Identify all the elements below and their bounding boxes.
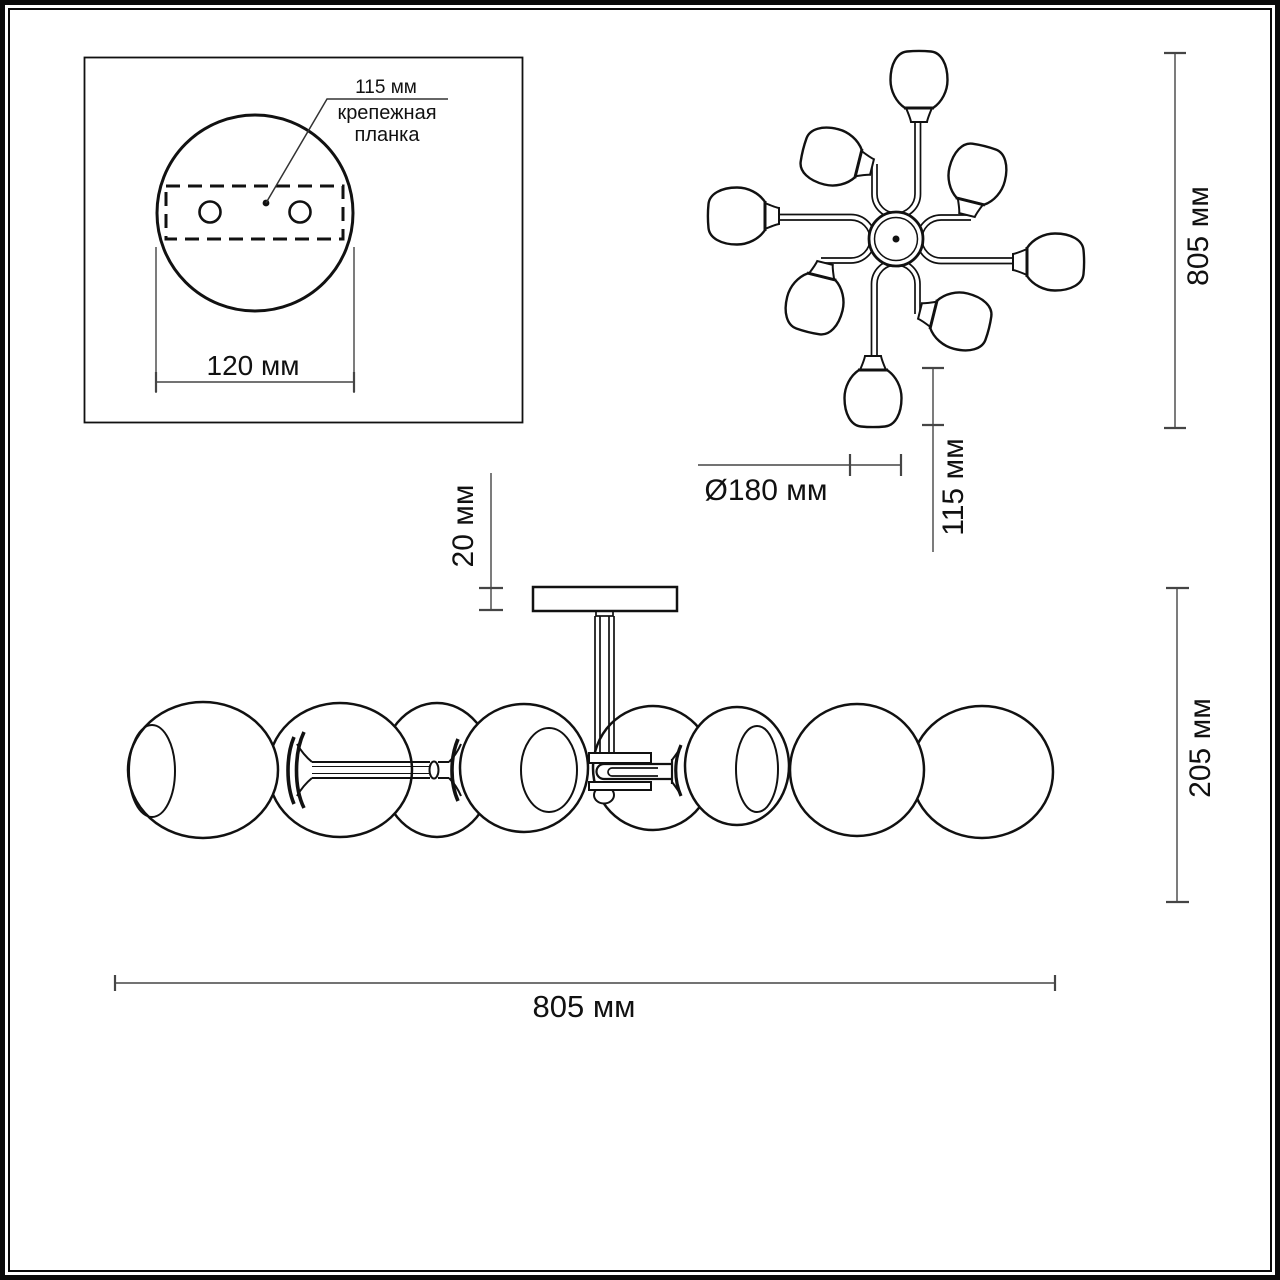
fixture-height-label: 205 мм — [1184, 698, 1217, 798]
mounting-plate-label-line2: планка — [354, 124, 420, 146]
mounting-plate-label: крепежная планка — [322, 102, 452, 146]
overall-width-label: 805 мм — [532, 989, 636, 1024]
mounting-plate-inset-drawing — [83, 56, 524, 424]
plate-thickness-label: 20 мм — [447, 484, 480, 568]
top-view-drawing — [706, 49, 1086, 429]
dimension-lines — [113, 51, 1189, 991]
shade-diameter-label: Ø180 мм — [704, 474, 828, 507]
top-view-span-label: 805 мм — [1182, 186, 1215, 286]
side-view-drawing — [126, 585, 1055, 840]
inset-canopy-width-label: 120 мм — [206, 350, 300, 381]
shade-height-label: 115 мм — [937, 438, 970, 536]
mounting-plate-label-line1: крепежная — [337, 102, 437, 124]
inset-hole-spacing-label: 115 мм — [355, 77, 417, 98]
